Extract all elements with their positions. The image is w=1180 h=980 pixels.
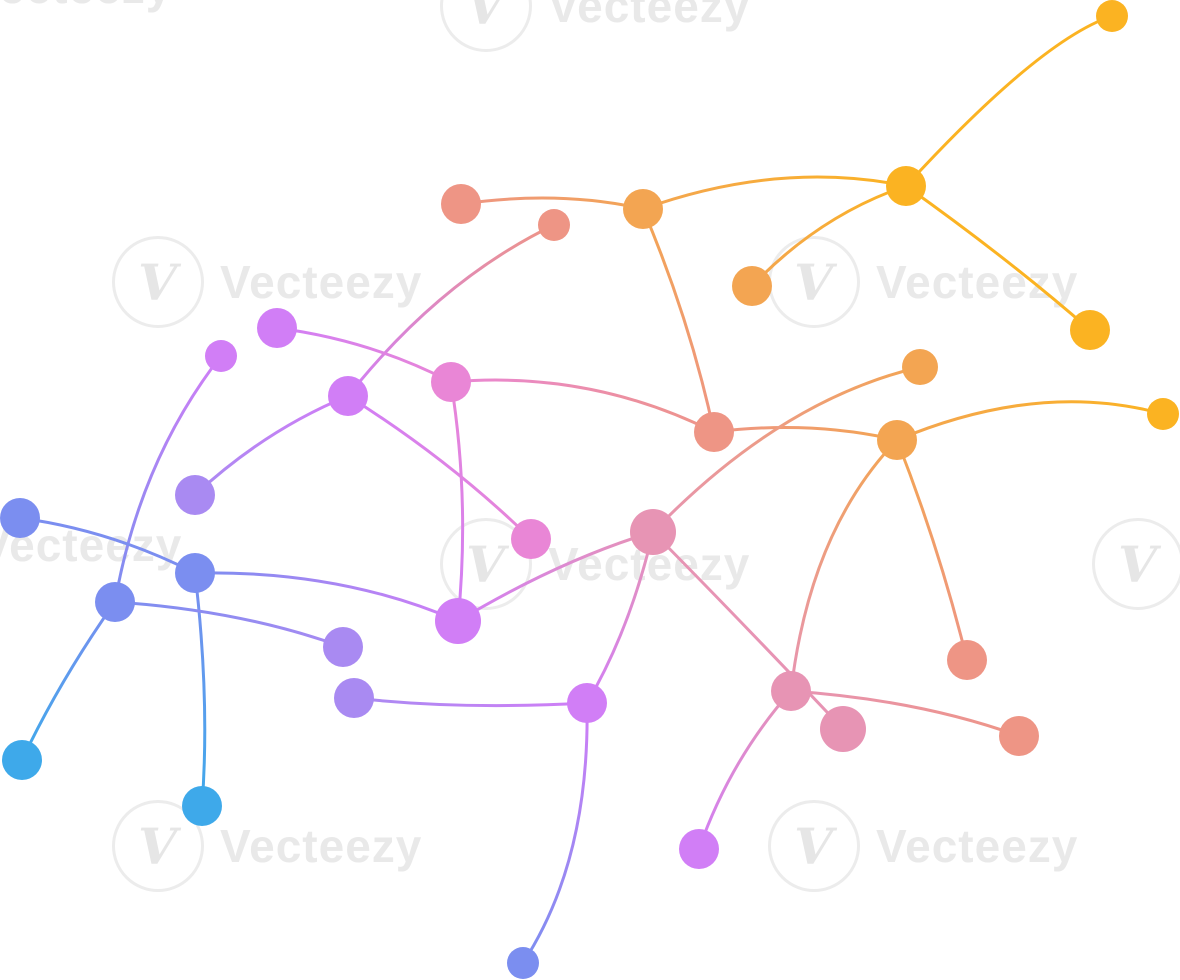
connection-line bbox=[193, 394, 350, 497]
node-dot bbox=[1096, 0, 1128, 32]
node-dot bbox=[2, 740, 42, 780]
connection-line bbox=[193, 571, 207, 808]
node-dot bbox=[334, 678, 374, 718]
connection-line bbox=[456, 530, 655, 623]
connection-line bbox=[449, 380, 465, 623]
connection-line bbox=[651, 365, 922, 534]
connection-line bbox=[346, 223, 556, 398]
connection-line bbox=[346, 394, 533, 541]
connection-line bbox=[904, 184, 1092, 332]
node-dot bbox=[567, 683, 607, 723]
connection-line bbox=[275, 326, 453, 384]
connection-line bbox=[113, 354, 223, 604]
node-dot bbox=[902, 349, 938, 385]
node-dot bbox=[431, 362, 471, 402]
node-dot bbox=[328, 376, 368, 416]
node-dot bbox=[947, 640, 987, 680]
node-dot bbox=[820, 706, 866, 752]
node-dot bbox=[877, 420, 917, 460]
connection-line bbox=[750, 184, 908, 288]
node-dot bbox=[630, 509, 676, 555]
connection-line bbox=[641, 207, 716, 434]
connection-line bbox=[641, 175, 908, 211]
node-dot bbox=[441, 184, 481, 224]
node-dot bbox=[205, 340, 237, 372]
node-dot bbox=[886, 166, 926, 206]
connection-line bbox=[459, 196, 645, 211]
connection-line bbox=[449, 378, 716, 434]
node-dot bbox=[435, 598, 481, 644]
connection-line bbox=[20, 600, 117, 762]
node-dot bbox=[694, 412, 734, 452]
node-dot bbox=[182, 786, 222, 826]
node-dot bbox=[323, 627, 363, 667]
node-dot bbox=[1070, 310, 1110, 350]
node-dot bbox=[538, 209, 570, 241]
connection-line bbox=[113, 600, 345, 649]
connection-line bbox=[789, 438, 899, 693]
connection-line bbox=[904, 14, 1114, 188]
node-dot bbox=[0, 498, 40, 538]
connection-line bbox=[895, 438, 969, 662]
node-dot bbox=[95, 582, 135, 622]
connection-line bbox=[18, 516, 197, 575]
connection-line bbox=[712, 426, 899, 442]
connection-line bbox=[585, 530, 655, 705]
connection-line bbox=[789, 689, 1021, 738]
node-dot bbox=[679, 829, 719, 869]
connection-line bbox=[352, 696, 589, 708]
connection-line bbox=[521, 701, 589, 965]
connection-line bbox=[895, 400, 1165, 442]
node-dot bbox=[511, 519, 551, 559]
node-dot bbox=[257, 308, 297, 348]
node-dot bbox=[175, 553, 215, 593]
node-dot bbox=[771, 671, 811, 711]
edge-layer bbox=[18, 14, 1165, 965]
connection-line bbox=[651, 530, 845, 731]
node-dot bbox=[1147, 398, 1179, 430]
connection-line bbox=[193, 571, 460, 623]
node-dot bbox=[999, 716, 1039, 756]
node-dot bbox=[175, 475, 215, 515]
node-dot bbox=[623, 189, 663, 229]
node-dot bbox=[732, 266, 772, 306]
node-dot bbox=[507, 947, 539, 979]
connection-line bbox=[697, 689, 793, 851]
